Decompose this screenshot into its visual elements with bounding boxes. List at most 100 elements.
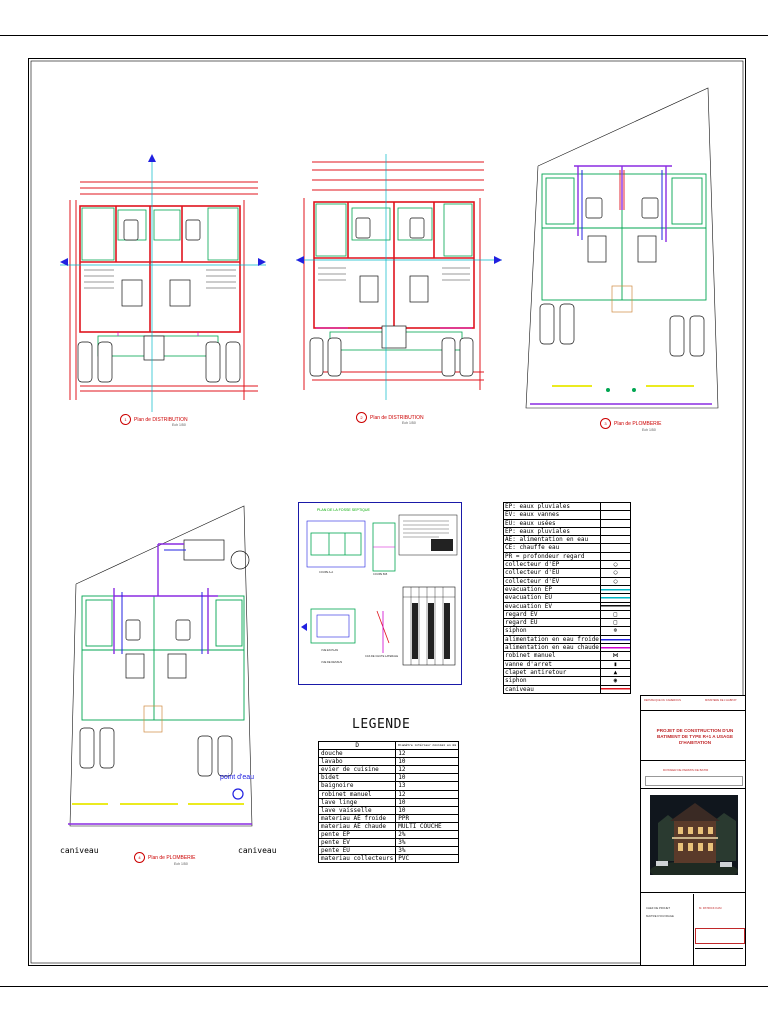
legend-value: 10	[395, 757, 460, 767]
symbol-label: clapet antiretour	[503, 667, 601, 678]
symbol-row: evacuation EV	[503, 601, 632, 611]
legend-item: materiau AE chaude	[317, 821, 397, 832]
symbol-label: EU: eaux usées	[503, 518, 601, 528]
title-block-divider	[693, 894, 694, 965]
sheet-inner-border	[30, 60, 744, 964]
symbol-label: evacuation EV	[503, 601, 601, 611]
plan-distribution-2	[294, 150, 504, 410]
symbol-label: regard EU	[503, 618, 601, 628]
legend-value: 3%	[395, 846, 460, 856]
symbol-glyph	[599, 634, 632, 645]
plan-plomberie-3	[522, 86, 720, 416]
legend-header-cell: D	[317, 740, 397, 751]
legend-item: lave linge	[317, 797, 397, 807]
symbol-glyph	[599, 535, 632, 545]
plan-2-number: 2	[356, 412, 367, 423]
plan-1-title-text: Plan de DISTRIBUTION	[134, 416, 188, 423]
symbol-glyph	[599, 543, 632, 553]
title-block-stamp	[695, 928, 745, 944]
title-block: REPUBLIQUE DU CAMEROUN MINISTERE DE L'HA…	[640, 695, 746, 966]
symbol-glyph: ◉	[599, 676, 632, 686]
plan-plomberie-4	[68, 504, 258, 834]
title-block-footer-left-2: MAITRE D'OUVRAGE	[646, 914, 674, 918]
symbol-row: collecteur d'EP◯	[503, 560, 632, 570]
legend-item: pente EV	[317, 838, 397, 848]
symbol-glyph	[599, 601, 632, 611]
legend-item: douche	[317, 749, 397, 759]
symbol-label: collecteur d'EU	[503, 568, 601, 578]
legend-item: materiau AE froide	[317, 813, 397, 823]
symbol-row: EP: eaux pluviales	[503, 526, 632, 537]
symbol-glyph	[599, 510, 632, 520]
symbol-glyph	[599, 593, 632, 603]
symbol-row: EV: eaux vannes	[503, 510, 632, 520]
symbol-row: evacuation EP	[503, 584, 632, 595]
symbol-row: siphon⊗	[503, 626, 632, 636]
legend-value: 12	[395, 765, 460, 775]
building-render-svg	[650, 795, 738, 875]
symbol-label: alimentation en eau froide	[503, 634, 601, 645]
legend-item: baignoire	[317, 781, 397, 791]
symbol-row: EP: eaux pluviales	[503, 501, 632, 512]
legend-value: PVC	[395, 854, 460, 864]
title-block-org-left: REPUBLIQUE DU CAMEROUN	[644, 699, 682, 702]
symbol-glyph: □	[599, 618, 632, 628]
plan-distribution-1	[58, 150, 268, 420]
building-render-image	[650, 795, 738, 875]
symbol-label: evacuation EP	[503, 584, 601, 595]
legend-title: LEGENDE	[352, 717, 411, 732]
symbol-glyph: ◯	[599, 568, 632, 578]
plan-4-scale: Ech 1/50	[174, 862, 188, 866]
symbol-label: collecteur d'EP	[503, 560, 601, 570]
plan-3-number: 3	[600, 418, 611, 429]
legend-item: lave vaisselle	[317, 805, 397, 815]
legend-value: 12	[395, 749, 460, 759]
title-block-project: PROJET DE CONSTRUCTION D'UN BATIMENT DE …	[656, 728, 734, 745]
symbol-row: alimentation en eau chaude	[503, 643, 632, 653]
symbol-label: AE: alimentation en eau	[503, 535, 601, 545]
symbol-label: EP: eaux pluviales	[503, 501, 601, 512]
symbol-row: AE: alimentation en eau	[503, 535, 632, 545]
legend-value: 3%	[395, 838, 460, 848]
symbol-glyph: ▮	[599, 659, 632, 669]
legend-value: 10	[395, 773, 460, 783]
title-block-location: DOSSIER DE PERMIS DE BATIR	[663, 768, 709, 772]
septic-tank-detail: PLAN DE LA FOSSE SEPTIQUE COU	[298, 502, 462, 685]
symbol-row: evacuation EU	[503, 593, 632, 603]
symbol-glyph	[599, 526, 632, 537]
symbol-label: regard EV	[503, 609, 601, 620]
plan-4-caniveau-left: caniveau	[60, 846, 99, 855]
legend-item: pente EP	[317, 830, 397, 840]
plan-2-title-text: Plan de DISTRIBUTION	[370, 414, 424, 421]
plan-1-number: 1	[120, 414, 131, 425]
plan-4-point-deau-label: point d'eau	[220, 774, 255, 781]
symbol-glyph	[599, 584, 632, 595]
symbol-row: robinet manuel⋈	[503, 651, 632, 661]
symbol-label: caniveau	[503, 684, 601, 694]
plan-4-title-text: Plan de PLOMBERIE	[148, 854, 196, 861]
legend-value: MULTI COUCHE	[395, 821, 460, 832]
legend-item: materiau collecteurs	[317, 854, 397, 864]
symbol-label: evacuation EU	[503, 593, 601, 603]
symbol-glyph: ⊗	[599, 626, 632, 636]
symbol-label: collecteur d'EV	[503, 576, 601, 586]
legend-item: lavabo	[317, 757, 397, 767]
plan-1-scale: Ech 1/50	[172, 423, 186, 427]
symbol-row: CE: chauffe eau	[503, 543, 632, 553]
symbol-row: regard EU□	[503, 618, 632, 628]
legend-item: evier de cuisine	[317, 765, 397, 775]
symbol-row: vanne d'arret▮	[503, 659, 632, 669]
